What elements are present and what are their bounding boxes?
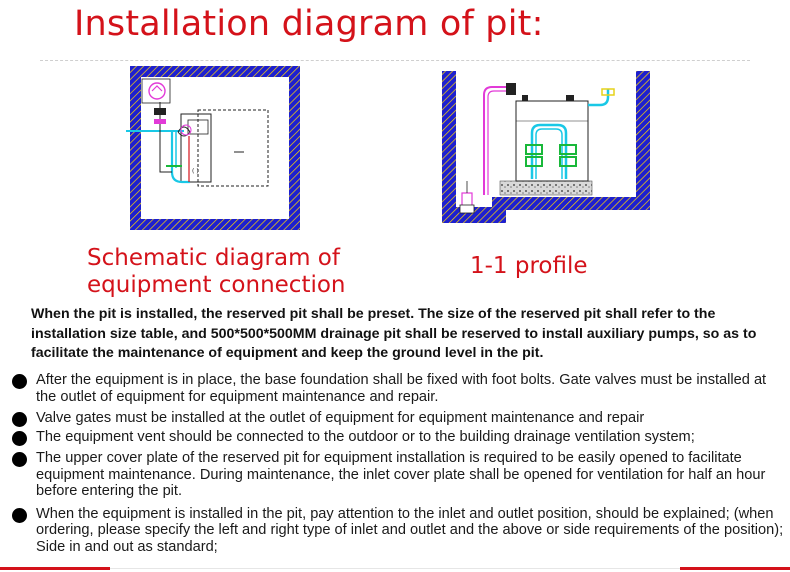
- list-item: After the equipment is in place, the bas…: [12, 372, 787, 405]
- auxiliary-pump: [459, 181, 475, 214]
- pump-symbol: [148, 82, 166, 100]
- bottom-accent-right: [680, 567, 790, 570]
- list-item-text: Valve gates must be installed at the out…: [36, 410, 645, 426]
- bullet-icon: [12, 507, 27, 523]
- gravel-bed: [499, 180, 593, 196]
- outlet-pipe: [170, 130, 190, 184]
- list-item: When the equipment is installed in the p…: [12, 506, 787, 556]
- left-caption-line-1: Schematic diagram of: [87, 245, 340, 271]
- bottom-accent-left: [0, 567, 110, 570]
- title-divider: [40, 60, 750, 61]
- tank-outline: [197, 109, 269, 187]
- bullet-icon: [12, 430, 27, 446]
- list-item-text: The upper cover plate of the reserved pi…: [36, 450, 766, 499]
- left-caption-line-2: equipment connection: [87, 272, 346, 298]
- bullet-icon: [12, 452, 27, 467]
- bullet-icon: [12, 412, 27, 427]
- gate-valve-right: [559, 144, 577, 167]
- list-item: The equipment vent should be connected t…: [12, 429, 787, 446]
- bottom-rule: [0, 567, 790, 570]
- gate-valve-left: [525, 144, 543, 167]
- requirements-list: After the equipment is in place, the bas…: [12, 372, 787, 555]
- schematic-diagram: ( ): [126, 66, 300, 230]
- left-figure-caption: Schematic diagram of equipment connectio…: [87, 245, 346, 299]
- list-item: The upper cover plate of the reserved pi…: [12, 450, 787, 500]
- list-item-text: When the equipment is installed in the p…: [36, 505, 784, 555]
- svg-text:( ): ( ): [192, 168, 199, 175]
- discharge-pipe: [530, 123, 568, 179]
- inlet-pipe-profile: [483, 86, 516, 195]
- bullet-icon: [12, 374, 27, 389]
- tank-body: [515, 100, 589, 182]
- right-figure-caption: 1-1 profile: [470, 253, 588, 279]
- list-item: Valve gates must be installed at the out…: [12, 410, 787, 427]
- vent-pipe: [588, 89, 610, 107]
- page-title: Installation diagram of pit:: [74, 4, 544, 44]
- list-item-text: The equipment vent should be connected t…: [36, 428, 695, 445]
- list-item-text: After the equipment is in place, the bas…: [36, 372, 767, 405]
- intro-paragraph: When the pit is installed, the reserved …: [31, 306, 757, 361]
- profile-diagram: [442, 71, 650, 223]
